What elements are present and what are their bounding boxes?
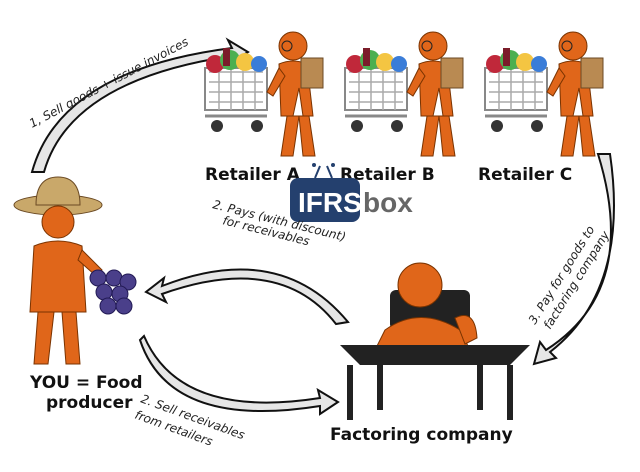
retailer-c-figure bbox=[483, 30, 605, 158]
producer-label-line1: YOU = Food bbox=[29, 373, 143, 393]
svg-text:box: box bbox=[363, 187, 413, 218]
factoring-company-label: Factoring company bbox=[330, 425, 513, 445]
food-producer-figure bbox=[13, 176, 137, 365]
arrow-step3 bbox=[532, 153, 615, 366]
producer-label-line2: producer bbox=[46, 393, 133, 413]
retailer-c-label: Retailer C bbox=[478, 165, 572, 185]
ifrsbox-logo: IFRS box bbox=[290, 163, 413, 222]
retailer-a-label: Retailer A bbox=[205, 165, 301, 185]
arrow-step2-sell bbox=[138, 334, 340, 416]
svg-text:IFRS: IFRS bbox=[298, 187, 362, 218]
factoring-company-figure bbox=[340, 262, 530, 420]
retailer-b-label: Retailer B bbox=[340, 165, 435, 185]
arrow-step2-pay bbox=[144, 268, 350, 326]
step1-label: 1, Sell goods + issue invoices bbox=[27, 35, 191, 131]
grapes-icon bbox=[89, 269, 137, 315]
retailer-b-figure bbox=[343, 30, 465, 158]
